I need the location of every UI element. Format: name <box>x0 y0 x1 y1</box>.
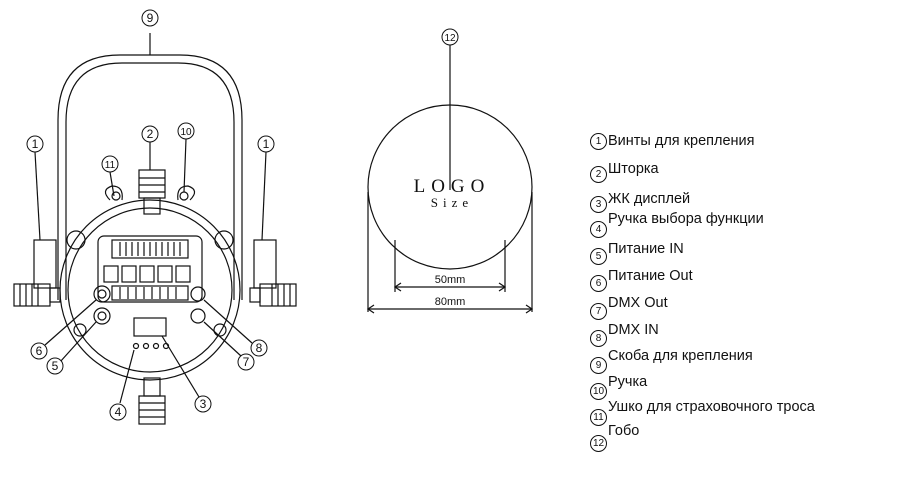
legend-number-2: 2 <box>590 166 607 183</box>
legend-text-9: Скоба для крепления <box>608 348 753 364</box>
legend-number-9: 9 <box>590 357 607 374</box>
legend-item-8: 8 DMX IN <box>590 307 895 347</box>
legend-number-1: 1 <box>590 133 607 150</box>
legend-text-10: Ручка <box>608 374 648 390</box>
callout-7: 7 <box>243 355 250 369</box>
legend-text-1: Винты для крепления <box>608 133 755 149</box>
legend-item-12: 12 Гобо <box>590 407 895 452</box>
legend-text-5: Питание IN <box>608 241 684 257</box>
legend-item-11: 11 Ушко для страховочного троса <box>590 382 895 426</box>
callout-6: 6 <box>36 344 43 358</box>
callout-3: 3 <box>200 397 207 411</box>
gobo-logo-text: LOGO <box>414 176 491 197</box>
legend-item-5: 5 Питание IN <box>590 232 895 265</box>
gobo-disk <box>366 45 534 314</box>
legend-item-7: 7 DMX Out <box>590 282 895 320</box>
legend-text-7: DMX Out <box>608 295 668 311</box>
callout-5: 5 <box>52 359 59 373</box>
bottom-shutter <box>138 377 166 425</box>
legend-text-2: Шторка <box>608 161 659 177</box>
legend-number-11: 11 <box>590 409 607 426</box>
callout-1-left: 1 <box>32 137 39 151</box>
legend-item-10: 10 Ручка <box>590 357 895 400</box>
gobo-outer-dimension: 80mm <box>435 296 466 308</box>
legend-number-3: 3 <box>590 196 607 213</box>
legend-text-8: DMX IN <box>608 322 659 338</box>
legend-number-6: 6 <box>590 275 607 292</box>
legend-item-4: 4 Ручка выбора функции <box>590 207 895 238</box>
callout-10: 10 <box>180 127 192 138</box>
legend-item-2: 2 Шторка <box>590 157 895 183</box>
legend-text-3: ЖК дисплей <box>608 191 691 207</box>
callout-12: 12 <box>444 33 456 44</box>
fixture-body <box>59 185 241 381</box>
callout-1-right: 1 <box>263 137 270 151</box>
legend-number-4: 4 <box>590 221 607 238</box>
right-knob <box>249 239 297 307</box>
callout-11: 11 <box>105 160 116 171</box>
callout-2: 2 <box>147 127 154 141</box>
legend-number-7: 7 <box>590 303 607 320</box>
legend-number-10: 10 <box>590 383 607 400</box>
legend-number-12: 12 <box>590 435 607 452</box>
legend-number-8: 8 <box>590 330 607 347</box>
gobo-size-text: Size <box>431 195 473 210</box>
legend: 1 Винты для крепления 2 Шторка 3 ЖК дисп… <box>590 130 895 452</box>
callout-4: 4 <box>115 405 122 419</box>
top-shutter <box>138 169 166 215</box>
legend-text-4: Ручка выбора функции <box>608 211 764 227</box>
callout-8: 8 <box>256 341 263 355</box>
legend-item-6: 6 Питание Out <box>590 257 895 292</box>
legend-number-5: 5 <box>590 248 607 265</box>
legend-text-12: Гобо <box>608 423 640 439</box>
legend-item-9: 9 Скоба для крепления <box>590 332 895 374</box>
legend-item-3: 3 ЖК дисплей <box>590 182 895 213</box>
gobo-inner-dimension: 50mm <box>435 274 466 286</box>
left-knob <box>13 239 61 307</box>
callout-9: 9 <box>147 11 154 25</box>
legend-text-11: Ушко для страховочного троса <box>608 399 815 415</box>
legend-item-1: 1 Винты для крепления <box>590 130 895 157</box>
yoke-bracket <box>57 33 243 300</box>
legend-text-6: Питание Out <box>608 268 693 284</box>
